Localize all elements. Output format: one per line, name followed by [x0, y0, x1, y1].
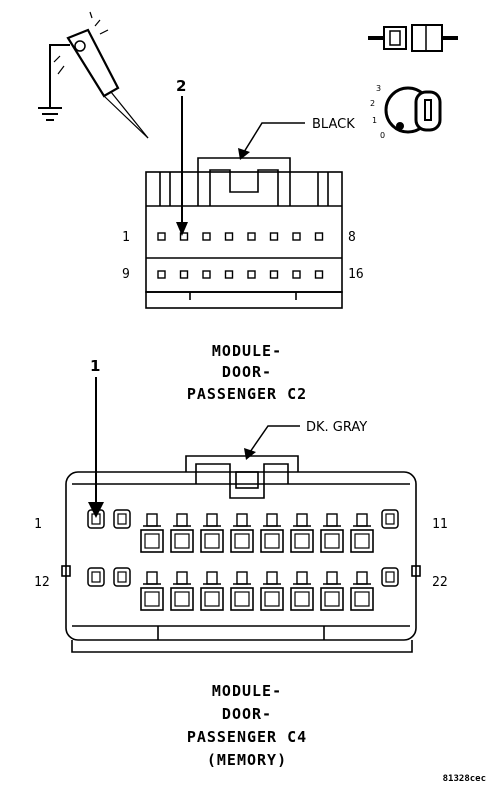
c4-connector [61, 455, 421, 653]
c4-cavity-13 [113, 567, 131, 587]
ignition-position-1: 1 [372, 116, 377, 125]
figure-code: 81328cec [443, 774, 486, 784]
c2-cavity-bottom-8 [314, 270, 324, 279]
c2-cavity-top-3 [202, 232, 211, 241]
ignition-position-2: 2 [370, 99, 375, 108]
c4-cavity-8 [290, 513, 314, 553]
c2-cavity-top-5 [247, 232, 256, 241]
c2-pin-label-9: 9 [122, 267, 130, 282]
c2-cavity-bottom-2 [179, 270, 189, 279]
c2-title-line-2: DOOR- [222, 363, 272, 381]
ignition-position-3: 3 [376, 84, 381, 93]
c2-pin-label-16: 16 [348, 267, 364, 282]
c2-cavity-bottom-1 [157, 270, 166, 279]
c4-cavity-17 [230, 571, 254, 611]
c4-cavity-6 [230, 513, 254, 553]
c4-cavity-5 [200, 513, 224, 553]
c2-pin-label-8: 8 [348, 230, 356, 245]
c4-title-line-2: DOOR- [222, 705, 272, 723]
c2-cavity-top-6 [269, 232, 279, 241]
c2-cavity-bottom-6 [269, 270, 279, 279]
c4-cavity-3 [140, 513, 164, 553]
c4-color-label: DK. GRAY [306, 420, 367, 435]
c2-cavity-top-8 [314, 232, 324, 241]
c2-cavity-top-7 [292, 232, 301, 241]
c4-cavity-10 [350, 513, 374, 553]
ignition-key-switch-icon [384, 86, 442, 134]
c4-cavity-21 [350, 571, 374, 611]
c2-cavity-top-4 [224, 232, 234, 241]
c2-cavity-bottom-3 [202, 270, 211, 279]
c4-cavity-19 [290, 571, 314, 611]
c4-cavity-20 [320, 571, 344, 611]
c4-cavity-grid [87, 509, 399, 611]
c2-callout-number: 2 [176, 77, 186, 95]
c2-callout-arrowhead [176, 222, 188, 236]
c4-cavity-14 [140, 571, 164, 611]
c2-color-leader-arrowhead [238, 148, 250, 160]
c4-pin-label-12: 12 [34, 575, 50, 590]
c4-cavity-2 [113, 509, 131, 529]
c4-cavity-18 [260, 571, 284, 611]
c2-cavity-top-1 [157, 232, 166, 241]
c4-callout-number: 1 [90, 357, 100, 375]
connector-halves-icon [368, 24, 458, 52]
test-light-probe-icon [38, 11, 149, 139]
ignition-position-0: 0 [380, 131, 385, 140]
c4-cavity-7 [260, 513, 284, 553]
c2-cavity-top-2 [179, 232, 189, 241]
c4-title-line-4: (MEMORY) [207, 751, 287, 769]
c2-pin-label-1: 1 [122, 230, 130, 245]
c2-title-line-1: MODULE- [212, 342, 282, 360]
c2-cavity-bottom-7 [292, 270, 301, 279]
c2-connector [145, 157, 343, 309]
c4-cavity-9 [320, 513, 344, 553]
c4-cavity-11 [381, 509, 399, 529]
c2-pin-row-bottom [157, 270, 324, 279]
c2-title-line-3: PASSENGER C2 [187, 385, 307, 403]
c4-cavity-12 [87, 567, 105, 587]
c2-color-label: BLACK [312, 117, 355, 132]
c4-callout-arrowhead [88, 502, 104, 518]
c2-cavity-bottom-5 [247, 270, 256, 279]
c4-pin-label-1: 1 [34, 517, 42, 532]
c4-title-line-1: MODULE- [212, 682, 282, 700]
c4-cavity-22 [381, 567, 399, 587]
c4-cavity-15 [170, 571, 194, 611]
c2-pin-row-top [157, 232, 324, 241]
c4-color-leader [249, 425, 300, 453]
c4-color-leader-arrowhead [244, 448, 256, 460]
c2-cavity-bottom-4 [224, 270, 234, 279]
c4-cavity-16 [200, 571, 224, 611]
c4-pin-label-22: 22 [432, 575, 448, 590]
c4-pin-label-11: 11 [432, 517, 448, 532]
c4-title-line-3: PASSENGER C4 [187, 728, 307, 746]
c2-color-leader [243, 122, 305, 153]
c4-cavity-4 [170, 513, 194, 553]
